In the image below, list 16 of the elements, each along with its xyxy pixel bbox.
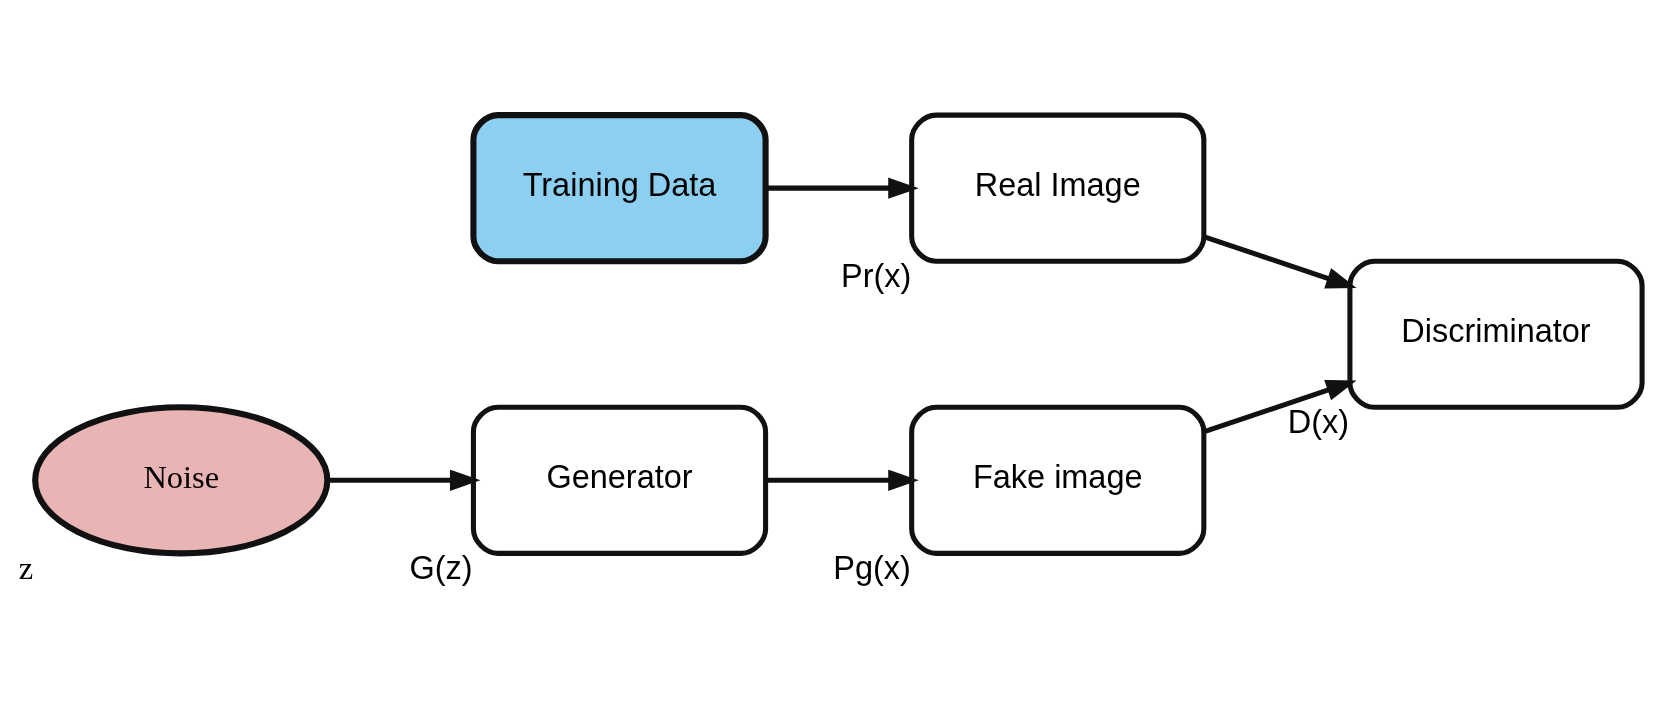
node-box: Discriminator xyxy=(1347,258,1645,410)
arrow xyxy=(327,469,481,491)
arrow xyxy=(1203,234,1357,289)
arrow xyxy=(766,177,919,199)
node-label: G(z) xyxy=(409,550,473,587)
node-label: Pg(x) xyxy=(833,550,911,587)
node-label: D(x) xyxy=(1287,404,1350,441)
node-box: Real Image xyxy=(909,112,1207,264)
node-ellipse: Noise xyxy=(32,404,331,557)
arrow xyxy=(1203,380,1357,435)
node-box: Training Data xyxy=(470,112,769,265)
node-label: z xyxy=(18,550,34,587)
node-box: Generator xyxy=(470,404,769,556)
node-label: Pr(x) xyxy=(841,258,912,295)
node-box: Fake image xyxy=(909,404,1207,556)
arrow xyxy=(766,469,919,491)
